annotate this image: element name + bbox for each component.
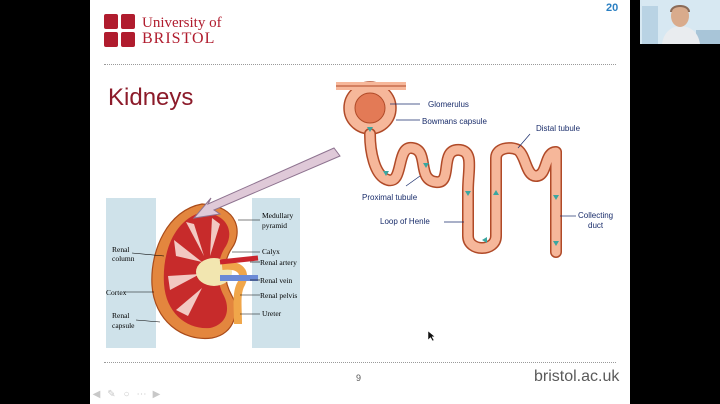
label-medullary-1: Medullary [262,211,293,220]
label-ureter: Ureter [262,309,282,318]
label-collecting-2: duct [588,221,604,230]
university-logo: University of BRISTOL [104,14,222,48]
footer-url: bristol.ac.uk [534,368,620,385]
label-renal-capsule-2: capsule [112,321,135,330]
label-loop-of-henle: Loop of Henle [380,217,430,226]
label-bowmans-capsule: Bowmans capsule [422,117,487,126]
back-arrow-icon[interactable]: ◀ [92,389,101,400]
logo-line-2: BRISTOL [142,29,216,47]
header-divider [104,64,616,65]
slideshow-controls: ◀ ✎ ○ ⋯ ▶ [90,389,163,401]
label-distal-tubule: Distal tubule [536,124,581,133]
forward-arrow-icon[interactable]: ▶ [152,389,161,400]
label-glomerulus: Glomerulus [428,100,469,109]
label-renal-vein: Renal vein [260,276,293,285]
logo-line-1: University of [142,14,222,31]
label-calyx: Calyx [262,247,280,256]
more-icon[interactable]: ⋯ [136,389,147,400]
pen-icon[interactable]: ✎ [107,389,116,400]
mouse-cursor-icon [428,331,436,341]
label-proximal-tubule: Proximal tubule [362,193,418,202]
slide-title: Kidneys [108,84,194,111]
label-cortex: Cortex [106,288,127,297]
crest-icon [104,14,136,48]
pointer-arrow [192,147,341,219]
label-renal-pelvis: Renal pelvis [260,291,297,300]
kidney-illustration [106,198,300,348]
presenter-webcam [640,0,720,44]
label-medullary-2: pyramid [262,221,287,230]
nephron-illustration [336,81,562,258]
label-renal-column-1: Renal [112,245,130,254]
presentation-slide: University of BRISTOL 20 Kidneys [90,0,630,404]
label-collecting-1: Collecting [578,211,613,220]
page-number: 9 [356,373,362,383]
label-renal-capsule-1: Renal [112,311,130,320]
footer-divider [104,362,616,363]
label-renal-artery: Renal artery [260,258,297,267]
zoom-icon[interactable]: ○ [123,389,130,400]
anniversary-badge: 20 [606,2,619,14]
kidney-nephron-diagram: Renal column Cortex Renal capsule Medull… [106,81,613,348]
label-renal-column-2: column [112,254,135,263]
